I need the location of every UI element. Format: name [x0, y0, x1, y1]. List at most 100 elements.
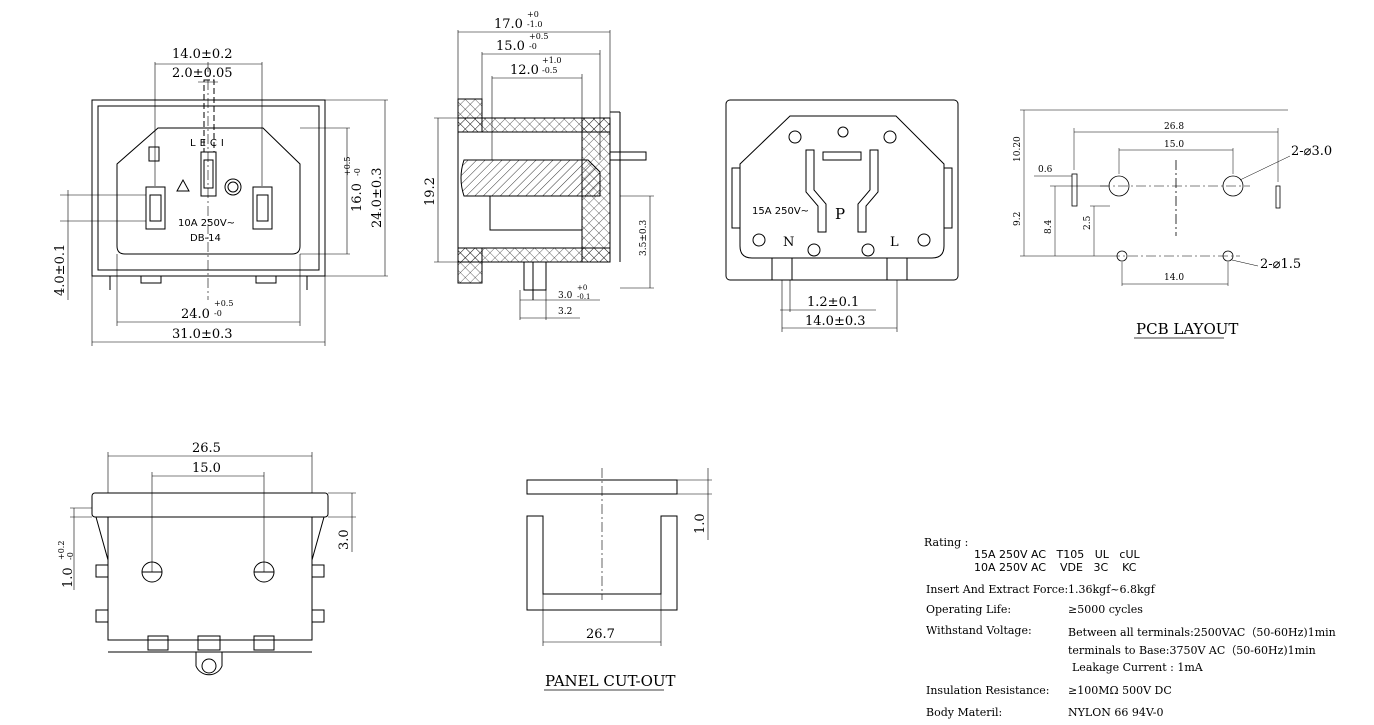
dim-panel-t: 1.0 [693, 513, 708, 534]
spec-label: Insert And Extract Force: [926, 583, 1069, 596]
side-pin-hatch [460, 159, 601, 197]
back-flange [725, 99, 959, 281]
dim-pcb-hole-big: 2-⌀3.0 [1291, 144, 1332, 159]
dim-side-d1-tol-top: +0 [527, 10, 539, 19]
pcb-layout-labels: 26.8 15.0 10.20 0.6 9.2 8.4 2.5 14.0 2-⌀… [1013, 122, 1332, 338]
terminal-n [145, 186, 166, 230]
dim-front-right1-tol-top: +0.5 [343, 157, 352, 176]
pcb-layout [1020, 109, 1291, 339]
back-hole-br [917, 233, 931, 247]
front-view [60, 62, 388, 346]
dim-pcb-w06: 0.6 [1038, 165, 1053, 175]
cert-triangle-icon [176, 178, 190, 192]
spec-value: ≥5000 cycles [1068, 603, 1143, 616]
spec-rating-line2: 10A 250V AC VDE 3C KC [974, 561, 1137, 574]
dim-side-pin: 3.0 [558, 291, 573, 301]
kc-mark-icon [148, 146, 160, 162]
spec-value: NYLON 66 94V-0 [1068, 706, 1164, 719]
dim-bottom-left-tol-top: +0.2 [57, 541, 66, 560]
dim-pcb-h84: 8.4 [1044, 219, 1054, 234]
panel-cutout-labels: 1.0 26.7 PANEL CUT-OUT [545, 513, 708, 690]
dim-pcb-h92: 9.2 [1013, 212, 1023, 226]
dim-side-d1-tol-bot: -1.0 [527, 20, 542, 29]
dim-front-bottom1-tol-bot: -0 [214, 309, 222, 318]
dim-front-top2: 2.0±0.05 [172, 66, 233, 81]
spec-label: Operating Life: [926, 603, 1012, 616]
dim-side-d3: 12.0 [510, 63, 539, 78]
back-pin-n [805, 149, 827, 233]
dim-front-right1: 16.0 [350, 183, 365, 212]
pcb-layout-title: PCB LAYOUT [1136, 320, 1238, 338]
mark-back-l: L [890, 235, 899, 250]
dim-bottom-left-tol-bot: -0 [66, 552, 75, 560]
dim-panel-w: 26.7 [586, 627, 615, 642]
dim-side-d2: 15.0 [496, 39, 525, 54]
back-view [725, 99, 959, 332]
side-view [434, 30, 654, 320]
dim-front-bottom1-tol-top: +0.5 [214, 299, 233, 308]
dim-bottom-w: 26.5 [192, 441, 221, 456]
back-pin-l [857, 149, 879, 233]
dim-side-d2-tol-top: +0.5 [529, 32, 548, 41]
bottom-view [70, 452, 356, 676]
mark-front-model: DB-14 [190, 233, 221, 244]
dim-pcb-top: 26.8 [1164, 122, 1184, 132]
mark-front-rating: 10A 250V~ [178, 218, 235, 229]
back-view-labels: 15A 250V~ P N L 1.2±0.1 14.0±0.3 [752, 205, 899, 329]
front-flange [91, 99, 326, 277]
mark-back-n: N [783, 235, 794, 250]
ccc-mark-icon [224, 178, 242, 196]
mark-back-rating: 15A 250V~ [752, 206, 809, 217]
spec-label: Withstand Voltage: [926, 624, 1032, 637]
pcb-slot-left [1071, 173, 1078, 207]
dim-pcb-inner: 15.0 [1164, 140, 1184, 150]
side-view-labels: 17.0 +0 -1.0 15.0 +0.5 -0 12.0 +1.0 -0.5… [423, 10, 649, 317]
back-body [739, 115, 945, 259]
spec-label: Body Materil: [926, 706, 1003, 719]
spec-value: ≥100MΩ 500V DC [1068, 684, 1172, 697]
spec-rating-line1: 15A 250V AC T105 UL cUL [974, 548, 1140, 561]
dim-pcb-bottom: 14.0 [1164, 273, 1184, 283]
dim-bottom-left: 1.0 [61, 567, 76, 588]
dim-pcb-h25: 2.5 [1083, 215, 1093, 230]
back-hole-bl [752, 233, 766, 247]
dim-back-d2: 14.0±0.3 [805, 314, 866, 329]
dim-side-pin-tol-top: +0 [577, 284, 587, 292]
dim-back-d1: 1.2±0.1 [807, 295, 859, 310]
spec-value: Between all terminals:2500VAC（50-60Hz)1m… [1068, 626, 1336, 639]
dim-front-left: 4.0±0.1 [53, 244, 68, 296]
dim-front-bottom2: 31.0±0.3 [172, 327, 233, 342]
spec-label: Insulation Resistance: [926, 684, 1050, 697]
front-socket-outline [116, 127, 301, 255]
terminal-e [200, 151, 217, 197]
mark-back-p: P [835, 205, 845, 223]
spec-rating-label: Rating : [924, 536, 969, 549]
spec-value: terminals to Base:3750V AC（50-60Hz)1min [1068, 644, 1316, 657]
panel-cutout-title: PANEL CUT-OUT [545, 672, 676, 690]
dim-side-height: 19.2 [423, 177, 438, 206]
terminal-l [252, 186, 273, 230]
spec-value: 1.36kgf~6.8kgf [1068, 583, 1155, 596]
dim-side-d3-tol-top: +1.0 [542, 56, 561, 65]
dim-side-d1: 17.0 [494, 17, 523, 32]
back-hole-n [807, 243, 821, 257]
dim-side-pin2: 3.2 [558, 307, 572, 317]
mark-leci: LECI [190, 138, 228, 149]
spec-value: Leakage Current : 1mA [1072, 661, 1203, 674]
bottom-tab [195, 652, 223, 676]
earth-symbol-icon [837, 126, 849, 138]
front-view-labels: 14.0±0.2 2.0±0.05 LECI 10A 250V~ DB-14 1… [53, 47, 385, 342]
panel-cutout [526, 468, 712, 691]
dim-front-bottom1: 24.0 [181, 307, 210, 322]
bottom-view-labels: 26.5 15.0 3.0 1.0 +0.2 -0 [57, 441, 352, 588]
dim-side-d2-tol-bot: -0 [529, 42, 537, 51]
pcb-slot-right [1275, 185, 1281, 209]
bottom-flange [91, 492, 329, 518]
back-hole-tl [788, 130, 802, 144]
dim-pcb-hole-small: 2-⌀1.5 [1260, 257, 1301, 272]
dim-side-right: 3.5±0.3 [639, 220, 649, 256]
dim-bottom-h: 3.0 [337, 529, 352, 550]
dim-side-pin-tol-bot: -0.1 [577, 293, 591, 301]
back-hole-l [861, 243, 875, 257]
